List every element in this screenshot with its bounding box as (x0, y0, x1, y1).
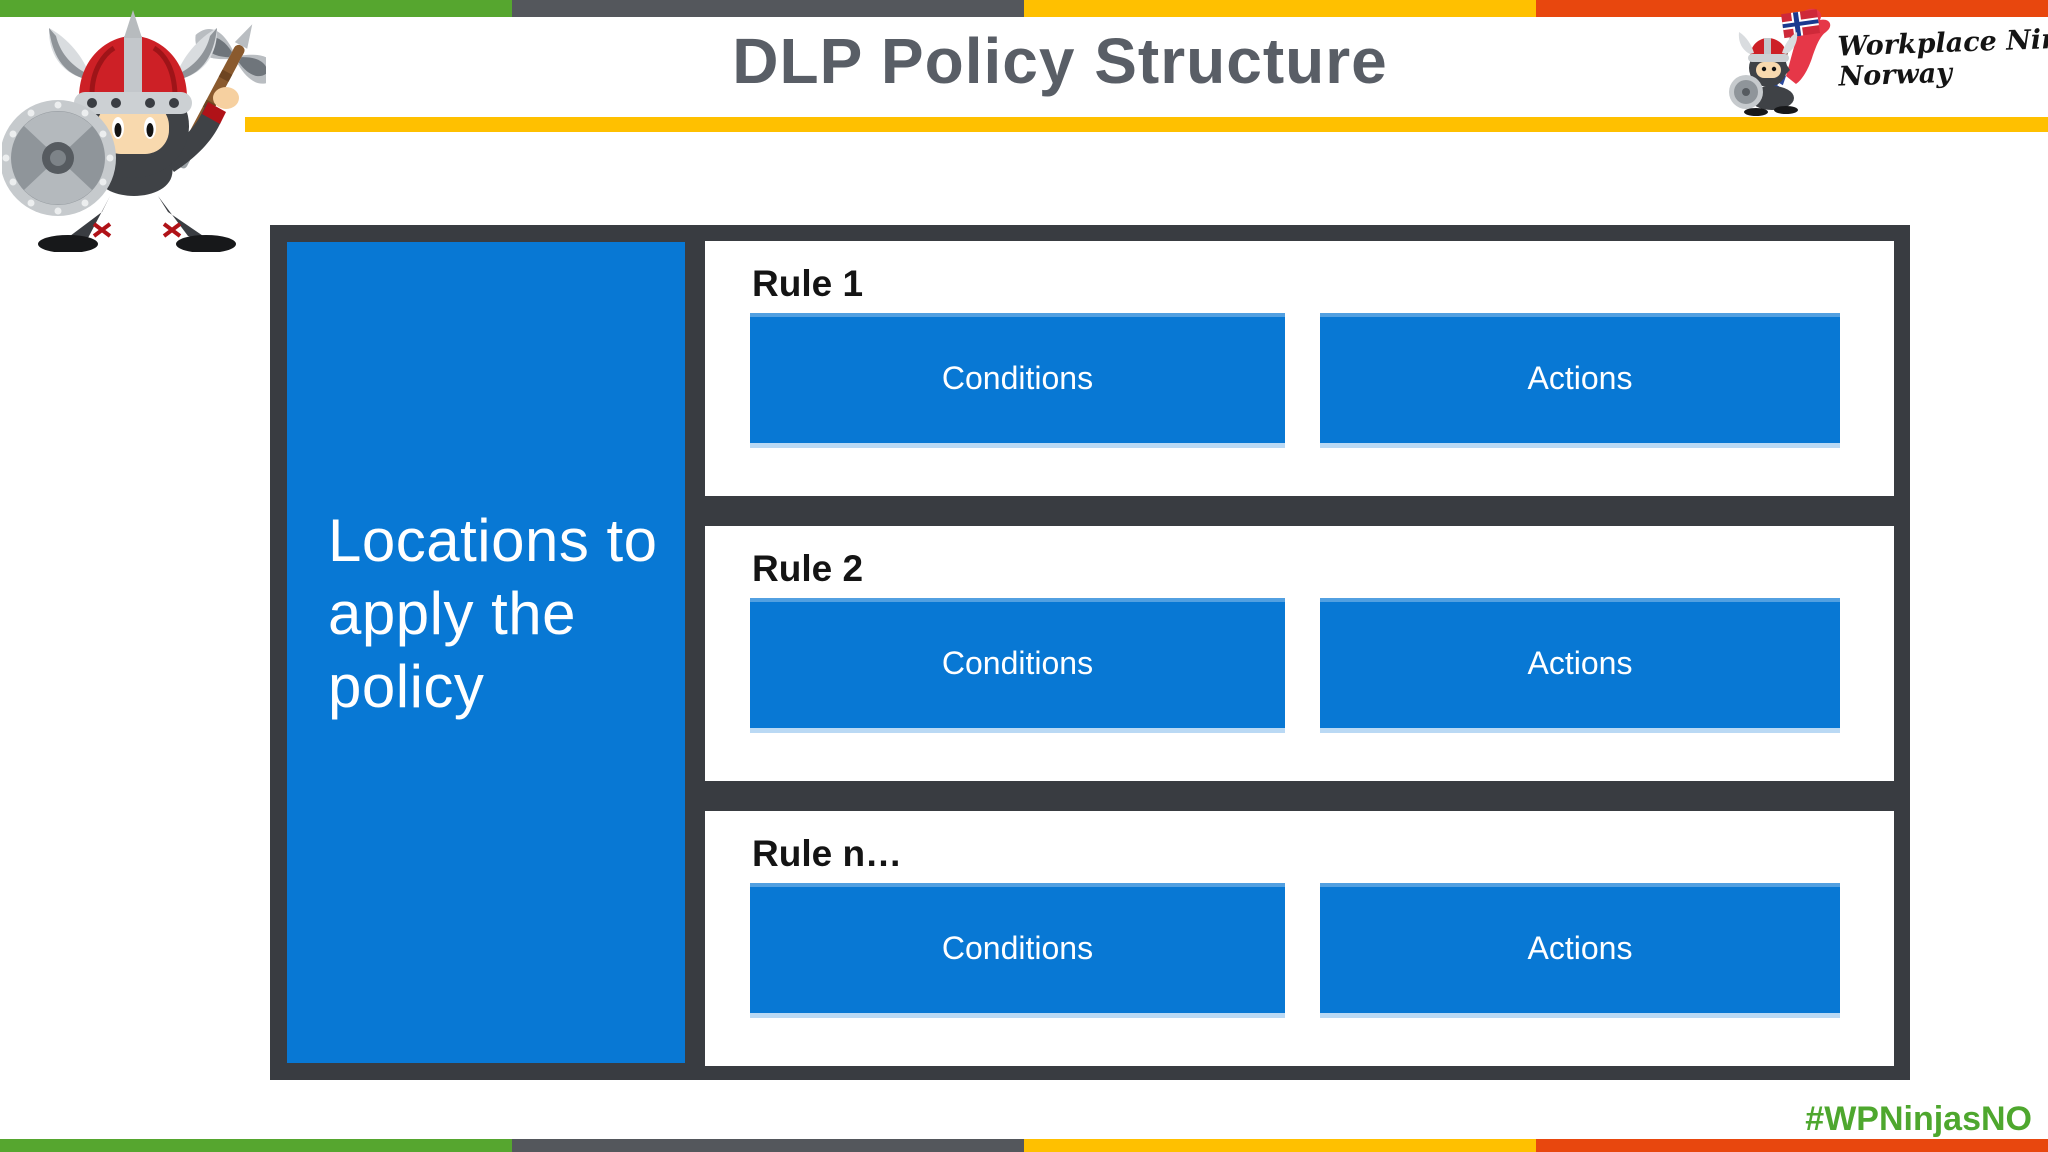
bar-segment-red (1536, 1139, 2048, 1152)
rule-2-actions-box: Actions (1320, 598, 1840, 728)
title-underline (245, 117, 2048, 132)
bar-segment-gray (512, 1139, 1024, 1152)
rule-box-1: Rule 1 Conditions Actions (705, 241, 1894, 496)
locations-panel: Locations to apply the policy (287, 242, 685, 1063)
rules-column: Rule 1 Conditions Actions Rule 2 Conditi… (705, 241, 1894, 1096)
locations-label: Locations to apply the policy (328, 507, 658, 720)
rule-n-conditions-box: Conditions (750, 883, 1285, 1013)
bottom-color-bar (0, 1139, 2048, 1152)
rule-n-label: Rule n… (752, 833, 903, 874)
bar-segment-gray (512, 0, 1024, 17)
rule-1-actions-box: Actions (1320, 313, 1840, 443)
shield-icon (2, 100, 116, 216)
mini-ninja-norway-icon (1729, 8, 1831, 116)
viking-ninja-mascot-icon (2, 10, 266, 252)
top-color-bar (0, 0, 2048, 17)
rule-2-label: Rule 2 (752, 548, 864, 589)
bar-segment-gold (1024, 1139, 1536, 1152)
footer-hashtag: #WPNinjasNO (1805, 1100, 2032, 1138)
rule-1-conditions-box: Conditions (750, 313, 1285, 443)
rule-box-n: Rule n… Conditions Actions (705, 811, 1894, 1066)
rule-2-conditions-box: Conditions (750, 598, 1285, 728)
rule-box-2: Rule 2 Conditions Actions (705, 526, 1894, 781)
bar-segment-red (1536, 0, 2048, 17)
page-title: DLP Policy Structure (732, 25, 1388, 97)
rule-1-label: Rule 1 (752, 263, 864, 304)
rule-n-actions-box: Actions (1320, 883, 1840, 1013)
bar-segment-green (0, 1139, 512, 1152)
workplace-ninjas-wordmark: Workplace Ninjas Norway (1837, 22, 2048, 92)
bar-segment-green (0, 0, 512, 17)
workplace-ninjas-logo: Workplace Ninjas Norway (1720, 6, 2048, 118)
bar-segment-gold (1024, 0, 1536, 17)
dlp-policy-diagram: Locations to apply the policy Rule 1 Con… (270, 225, 1910, 1080)
